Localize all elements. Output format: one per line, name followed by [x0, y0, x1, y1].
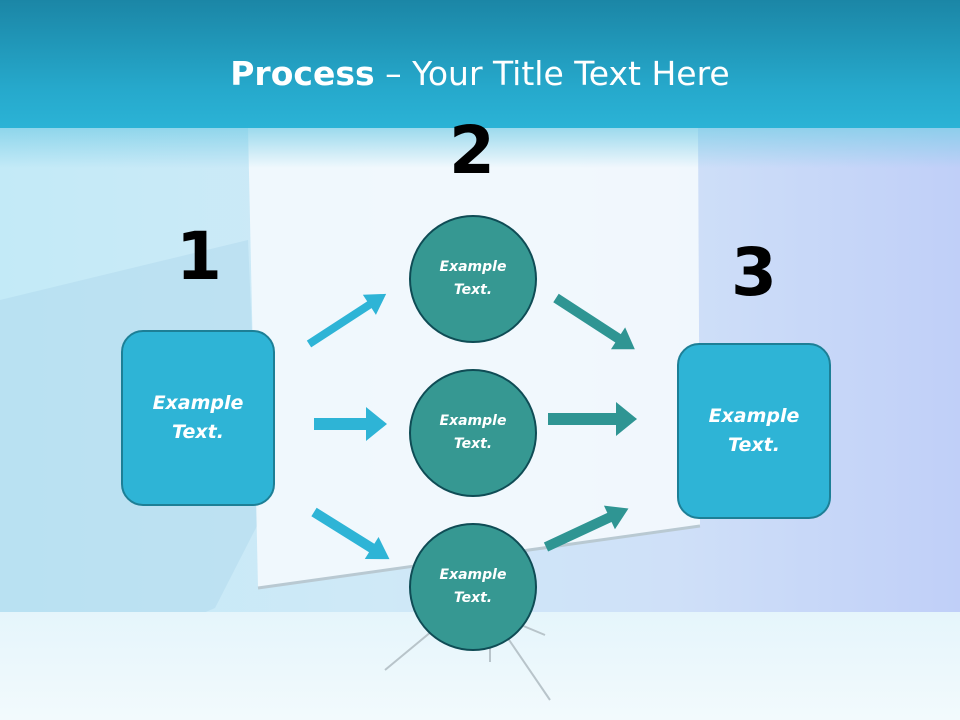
title-rest: – Your Title Text Here	[374, 54, 730, 93]
middle-circle-label: Example Text.	[439, 413, 507, 452]
arrow-middle-to-right-icon	[548, 402, 637, 436]
right-process-box: Example Text.	[677, 343, 831, 519]
top-circle: Example Text.	[409, 215, 537, 343]
top-circle-label: Example Text.	[439, 259, 507, 298]
arrow-left-to-bottom-icon	[311, 507, 390, 560]
arrow-bottom-to-right-icon	[543, 505, 629, 552]
arrow-top-to-right-icon	[553, 293, 635, 350]
bottom-circle-label: Example Text.	[439, 567, 507, 606]
right-box-label: Example Text.	[708, 405, 800, 456]
title-bar-fade	[0, 128, 960, 168]
arrow-left-to-top-icon	[306, 293, 387, 348]
step-number-2: 2	[449, 112, 495, 189]
title-bold: Process	[230, 54, 375, 93]
left-box-label: Example Text.	[152, 392, 244, 443]
step-number-1: 1	[176, 218, 222, 295]
middle-circle: Example Text.	[409, 369, 537, 497]
bottom-circle: Example Text.	[409, 523, 537, 651]
slide-title: Process – Your Title Text Here	[0, 52, 960, 96]
left-process-box: Example Text.	[121, 330, 275, 506]
step-number-3: 3	[731, 234, 777, 311]
arrow-left-to-middle-icon	[314, 407, 387, 441]
title-bar	[0, 0, 960, 128]
